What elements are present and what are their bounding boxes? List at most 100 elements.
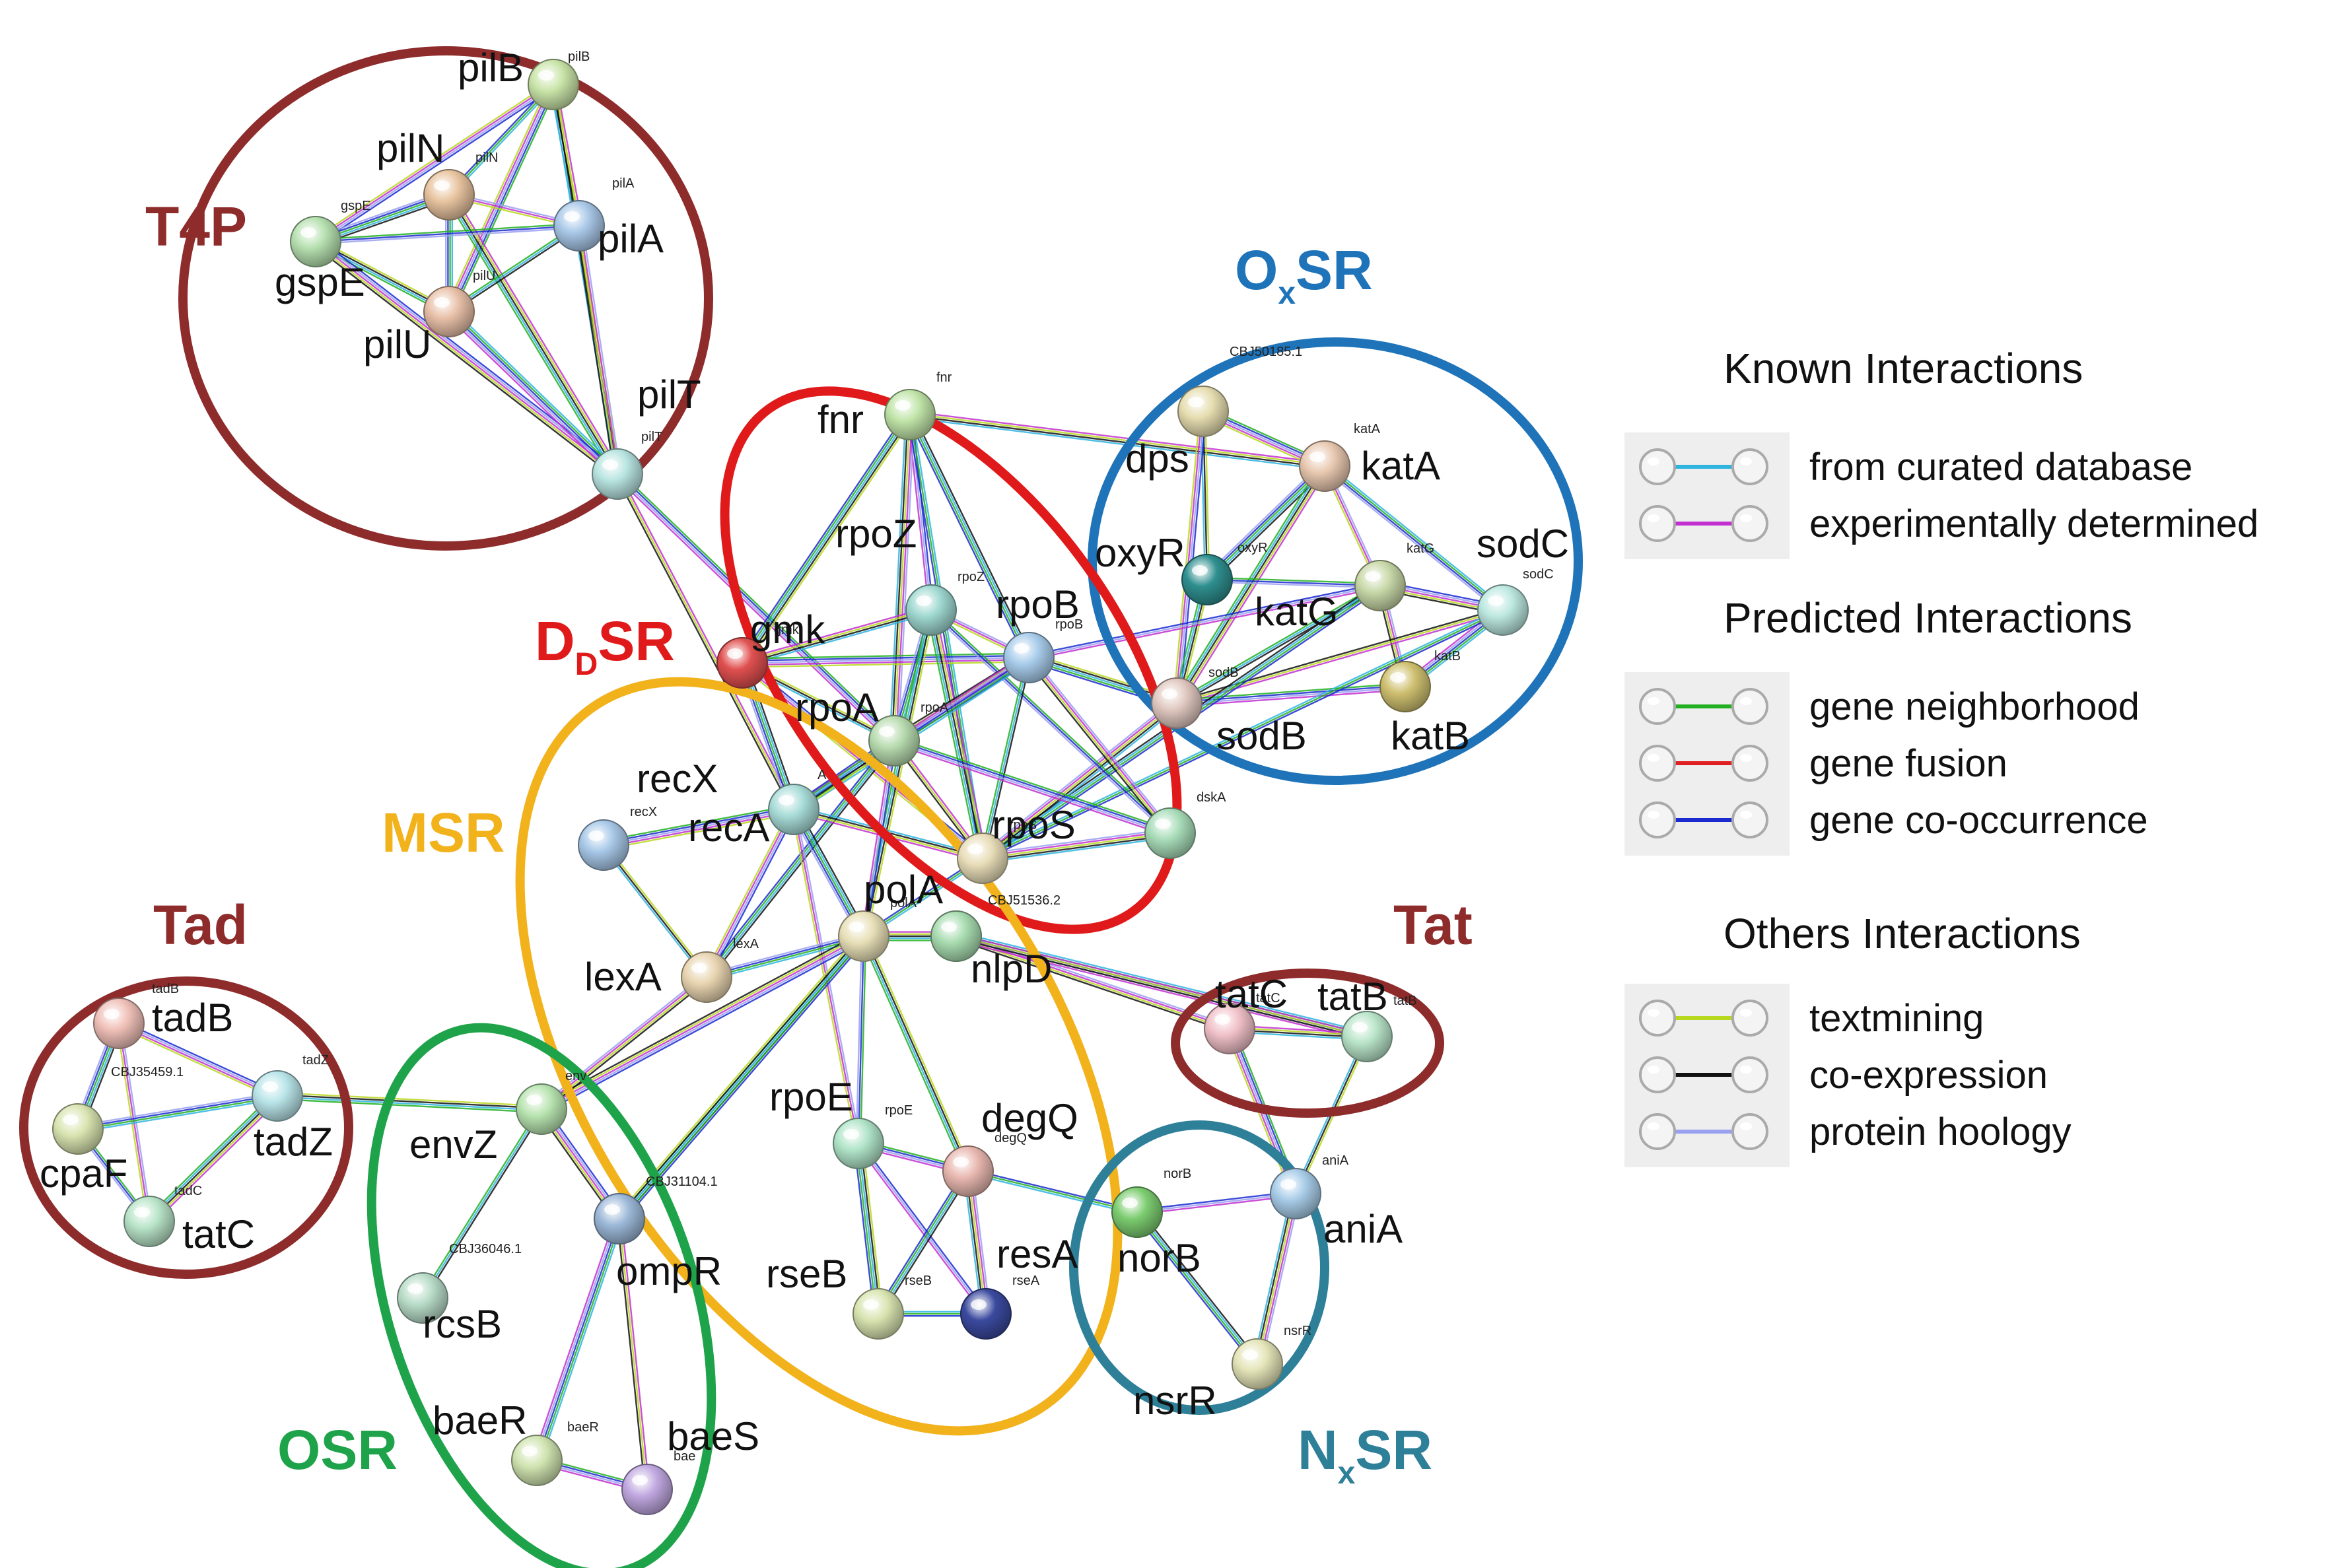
node-sphere[interactable]: [853, 1288, 904, 1340]
node-sphere[interactable]: [93, 998, 145, 1049]
node-sphere[interactable]: [578, 819, 629, 871]
node-sphere[interactable]: [528, 59, 579, 110]
edge-strand: [450, 309, 620, 473]
node-sphere[interactable]: [1232, 1338, 1283, 1390]
edge-polA-lexA: [705, 932, 865, 981]
edge-strand: [745, 661, 799, 809]
node-sphere[interactable]: [592, 448, 643, 500]
node-sphere[interactable]: [290, 216, 341, 267]
node-sphere[interactable]: [621, 1464, 673, 1515]
legend-node-icon: [1639, 745, 1676, 782]
edge-rpoB-rpoS: [979, 657, 1032, 859]
node-sphere[interactable]: [1299, 440, 1350, 492]
node-sphere[interactable]: [52, 1103, 104, 1155]
node-sphere[interactable]: [905, 584, 957, 636]
node-small-label: lexA: [733, 937, 759, 951]
node-highlight: [1188, 397, 1204, 407]
node-sphere[interactable]: [1151, 677, 1202, 729]
node-sphere[interactable]: [516, 1083, 567, 1135]
node-sphere[interactable]: [553, 200, 605, 252]
node-sphere[interactable]: [833, 1118, 884, 1169]
edge-strand: [703, 807, 792, 976]
node-sphere[interactable]: [1341, 1011, 1393, 1062]
node-sphere[interactable]: [1111, 1186, 1163, 1238]
node-sphere[interactable]: [884, 389, 936, 440]
node-sphere[interactable]: [960, 1288, 1012, 1340]
group-label-Tat: Tat: [1393, 894, 1473, 956]
node-sphere[interactable]: [1354, 560, 1406, 611]
edge-strand: [1176, 609, 1504, 704]
node-sphere[interactable]: [594, 1193, 645, 1244]
group-outline-OxSR: [1088, 337, 1583, 785]
node-sphere[interactable]: [942, 1145, 994, 1197]
node-sphere[interactable]: [1144, 807, 1196, 859]
node-sphere[interactable]: [681, 951, 732, 1003]
group-label-NxSR: NxSR: [1298, 1419, 1432, 1491]
node-nlpD[interactable]: nlpD: [930, 910, 1052, 991]
legend-node-icon: [1731, 1056, 1768, 1093]
node-sphere[interactable]: [423, 286, 475, 337]
node-highlight: [779, 795, 794, 805]
node-sphere[interactable]: [423, 169, 475, 221]
node-sphere[interactable]: [1477, 584, 1529, 636]
node-sphere[interactable]: [511, 1435, 563, 1486]
node-highlight: [879, 726, 895, 737]
node-sphere[interactable]: [123, 1196, 175, 1247]
node-sphere[interactable]: [1270, 1168, 1321, 1219]
node-highlight: [971, 1299, 987, 1310]
node-dksA[interactable]: dskA: [1144, 790, 1226, 859]
node-sphere[interactable]: [838, 910, 889, 962]
node-sphere[interactable]: [1177, 386, 1229, 437]
edge-strand: [1176, 685, 1405, 703]
edge-strand: [857, 1143, 880, 1314]
node-sphere[interactable]: [768, 784, 819, 835]
node-sphere[interactable]: [1003, 632, 1055, 683]
node-sphere[interactable]: [252, 1070, 303, 1122]
node-sphere[interactable]: [1181, 554, 1233, 605]
node-sphere[interactable]: [1379, 661, 1431, 712]
legend-item-label: co-expression: [1809, 1054, 2048, 1097]
